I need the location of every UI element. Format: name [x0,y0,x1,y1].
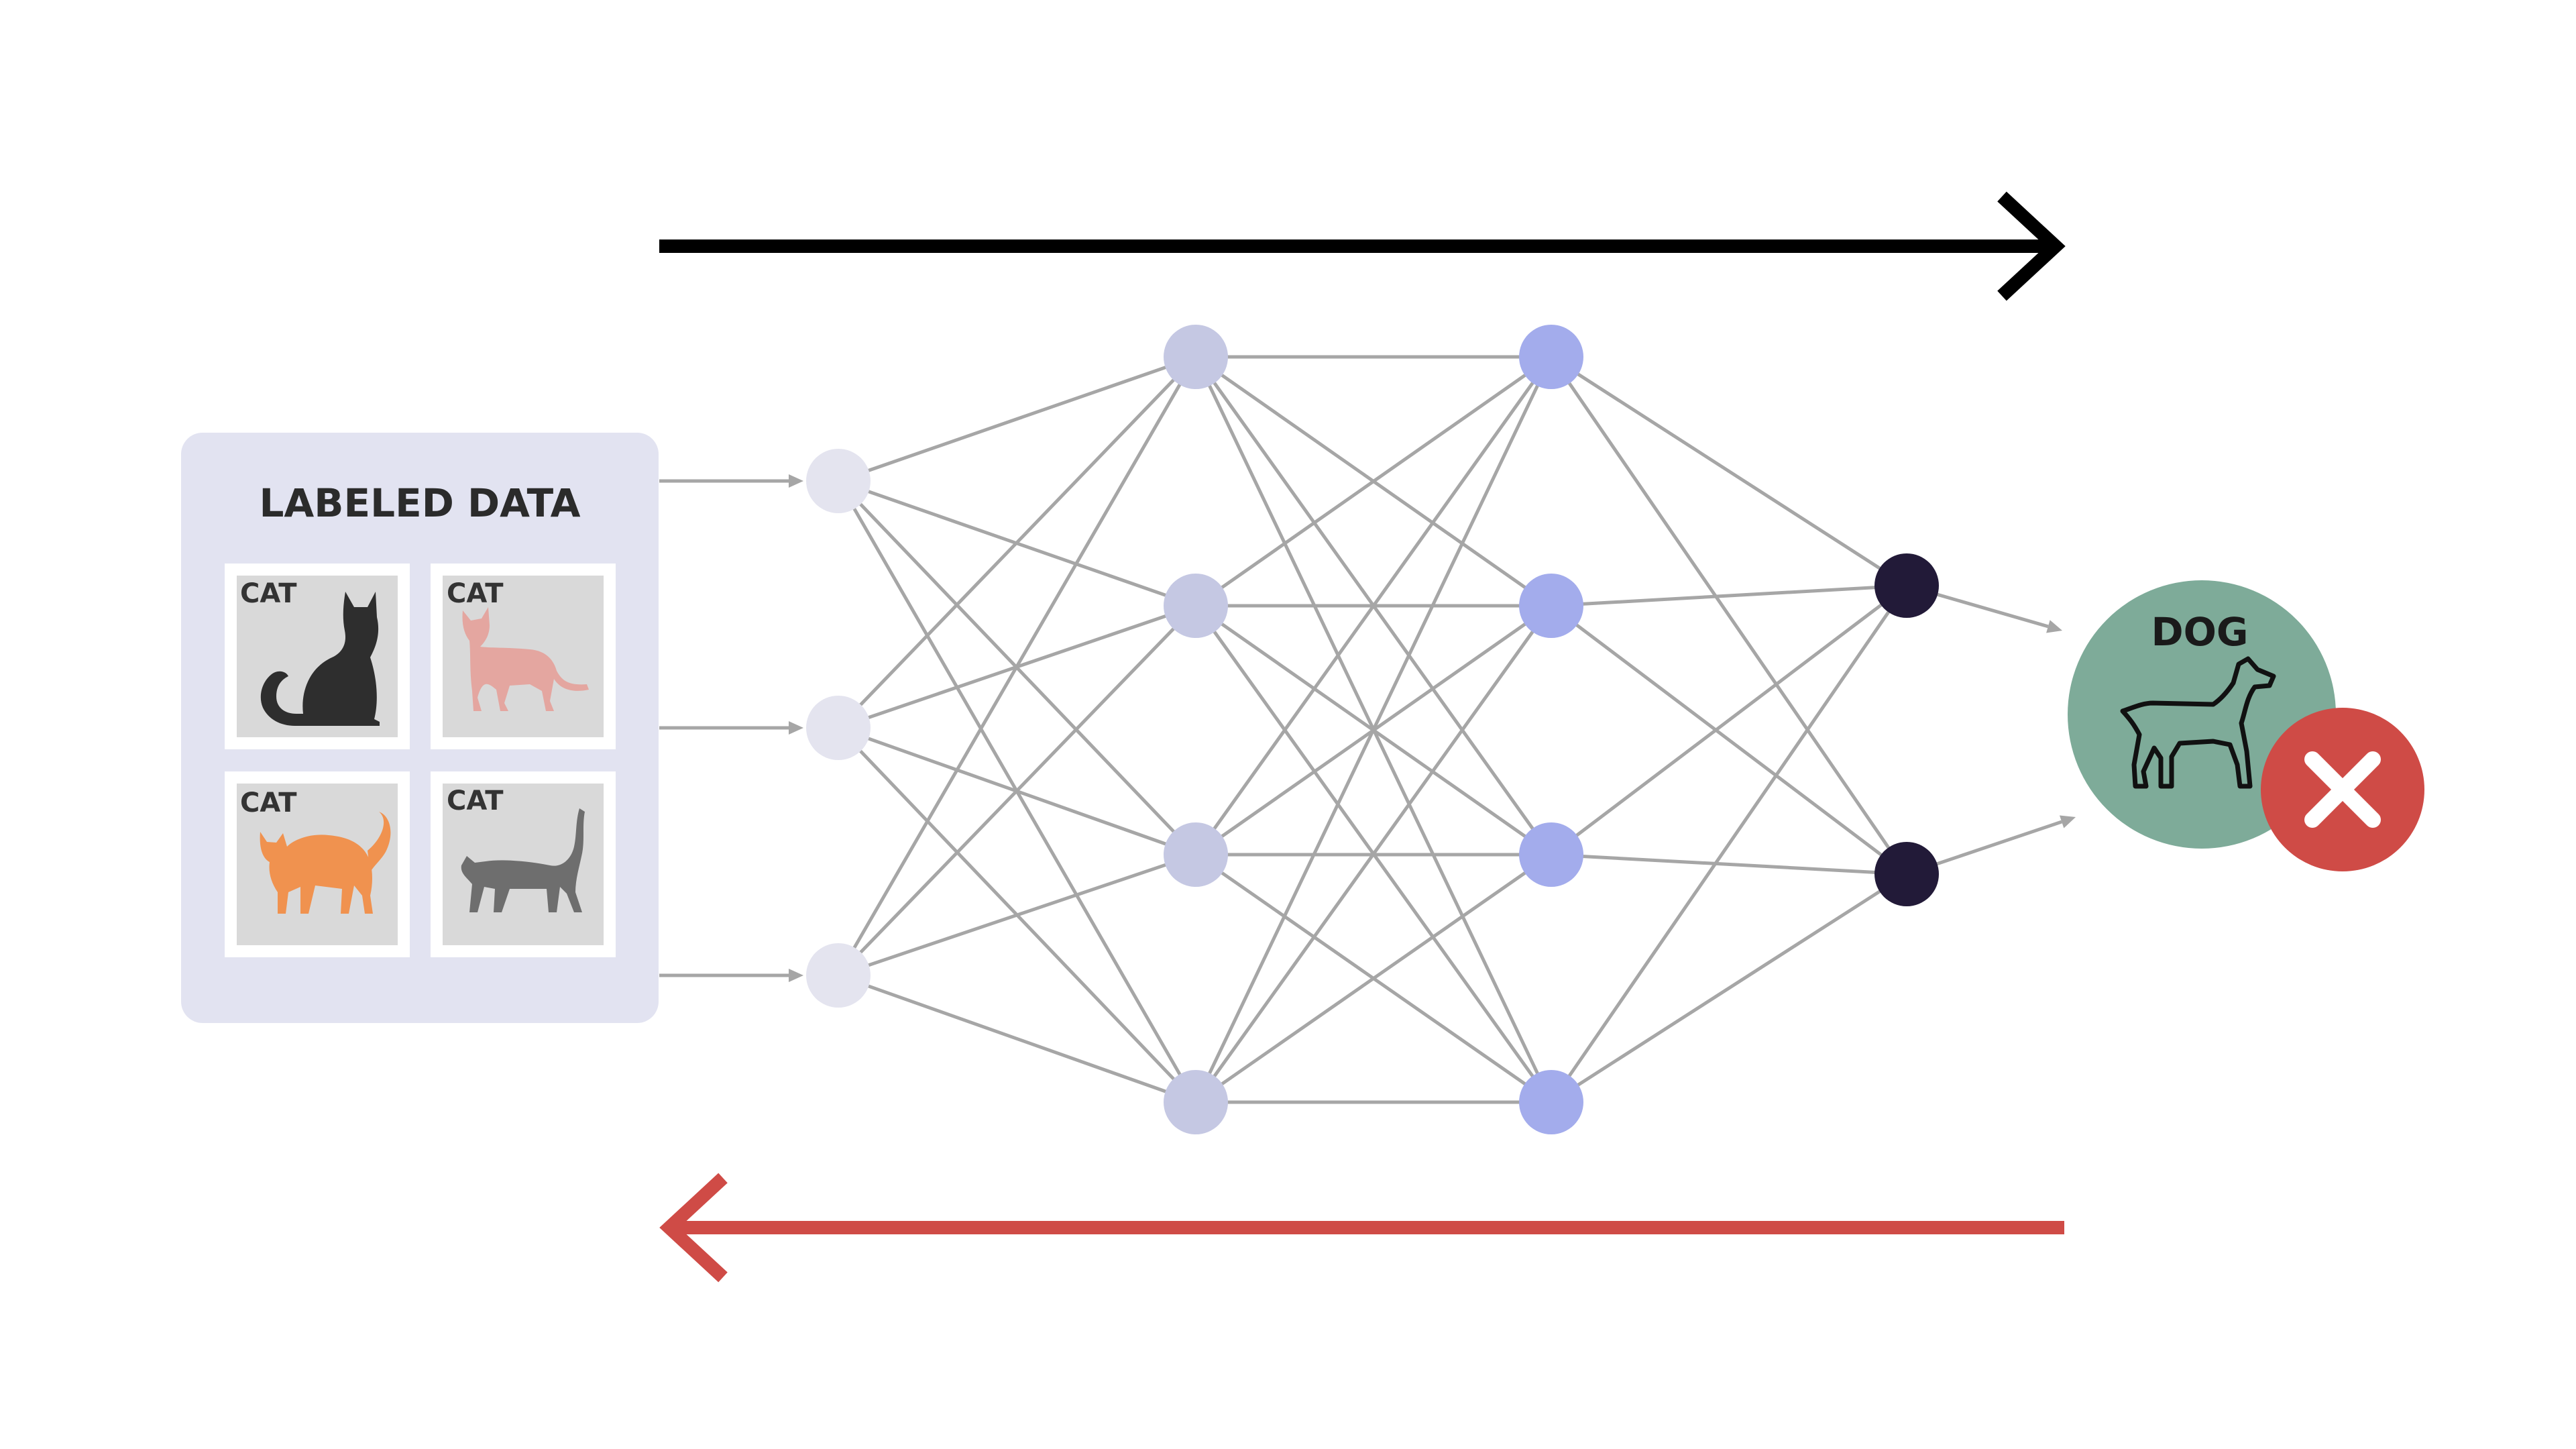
forward-arrow [659,191,2066,301]
network-edge [1194,604,1553,1104]
network-edge [838,853,1196,977]
labeled-data-panel: LABELED DATA CAT CAT CAT [181,433,659,1023]
output-arrows [1906,584,2076,876]
x-icon [2304,751,2381,828]
network-edge [1550,584,1908,856]
network-edge [1549,584,1909,1104]
cat-walking-icon [461,808,585,912]
prediction-output: DOG [2068,580,2424,871]
output-arrow-head [2059,815,2076,828]
prediction-label: DOG [2151,609,2248,655]
cat-standing-icon [462,607,589,711]
data-card: CAT [431,564,616,749]
network-node-layer-2 [1164,574,1228,638]
network-node-layer-1 [806,449,871,513]
network-node-layer-3 [1519,325,1583,389]
panel-title: LABELED DATA [259,480,580,526]
network-edge [1550,604,1908,875]
card-label: CAT [240,788,297,818]
network-node-layer-4 [1874,842,1939,906]
dog-icon [2120,656,2276,789]
network-node-layer-3 [1519,822,1583,887]
cat-sitting-icon [260,592,380,726]
output-arrow-head [2046,620,2062,633]
network-edge [838,355,1196,483]
network-nodes [806,325,1939,1134]
network-node-layer-2 [1164,1070,1228,1134]
network-node-layer-1 [806,943,871,1008]
network-node-layer-1 [806,696,871,760]
network-edge [1550,872,1908,1104]
network-node-layer-2 [1164,325,1228,389]
network-node-layer-3 [1519,1070,1583,1134]
card-label: CAT [240,578,297,609]
data-card: CAT [225,564,410,749]
network-edge [1551,853,1907,876]
network-edge [836,356,1198,977]
card-label: CAT [447,578,504,609]
cat-arched-icon [260,812,391,914]
network-edge [1194,355,1553,608]
network-edge [1549,356,1909,875]
network-edge [1194,356,1553,856]
network-edges [836,355,1909,1104]
data-card: CAT [431,771,616,957]
backward-arrow [659,1173,2064,1283]
network-node-layer-2 [1164,822,1228,887]
network-edge [838,973,1196,1104]
network-node-layer-4 [1874,553,1939,618]
input-arrows [659,474,803,982]
network-edge [1550,355,1908,588]
card-label: CAT [447,786,504,816]
network-edge [1194,356,1553,1104]
network-edge [1194,853,1553,1104]
network-edge [837,356,1197,729]
network-node-layer-3 [1519,574,1583,638]
network-edge [1551,584,1907,608]
network-edge [837,604,1197,977]
data-card: CAT [225,771,410,957]
